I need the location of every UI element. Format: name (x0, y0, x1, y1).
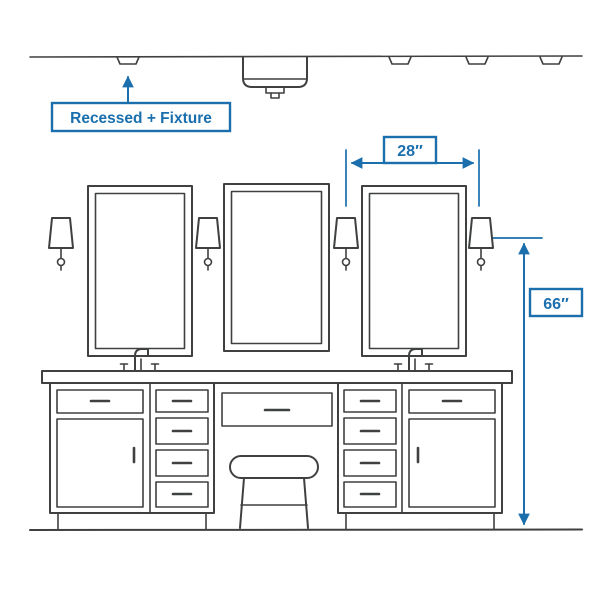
stool (229, 455, 319, 529)
flush-mount-fixture-icon (242, 56, 308, 99)
ceiling-line (29, 55, 583, 58)
sconce (195, 217, 221, 271)
callout-label: Recessed + Fixture (70, 110, 212, 127)
faucet (119, 348, 160, 372)
recessed-fixture-callout: Recessed + Fixture (50, 75, 232, 133)
drawer (408, 389, 496, 414)
mirror-left (87, 185, 193, 357)
recessed-light (465, 56, 489, 65)
faucet (393, 348, 434, 372)
center-drawer (221, 392, 333, 427)
drawer (56, 389, 144, 414)
sconce (333, 217, 359, 271)
recessed-light (116, 56, 140, 65)
dimension-sconce-height: 66″ (491, 237, 584, 526)
recessed-light (539, 56, 563, 65)
drawer (155, 417, 209, 445)
drawer (155, 449, 209, 477)
right-vanity-cabinet (337, 382, 503, 530)
recessed-light (388, 56, 412, 65)
left-vanity-cabinet (49, 382, 215, 530)
cabinet-door (408, 418, 496, 508)
dimension-28-label: 28″ (397, 143, 423, 160)
mirror-center (223, 183, 330, 352)
drawer (155, 389, 209, 413)
drawer (343, 449, 397, 477)
sconce (468, 217, 494, 271)
mirror-right (361, 185, 467, 357)
floor-line (29, 528, 583, 531)
dimension-66-box (528, 287, 584, 318)
drawer (343, 481, 397, 508)
sconce (48, 217, 74, 271)
dimension-28-box (382, 135, 438, 165)
countertop (41, 370, 513, 384)
dimension-sconce-spacing: 28″ (345, 135, 480, 207)
drawer (343, 389, 397, 413)
dimension-66-label: 66″ (543, 296, 569, 313)
drawer (343, 417, 397, 445)
cabinet-door (56, 418, 144, 508)
callout-label-box (50, 101, 232, 133)
drawer (155, 481, 209, 508)
